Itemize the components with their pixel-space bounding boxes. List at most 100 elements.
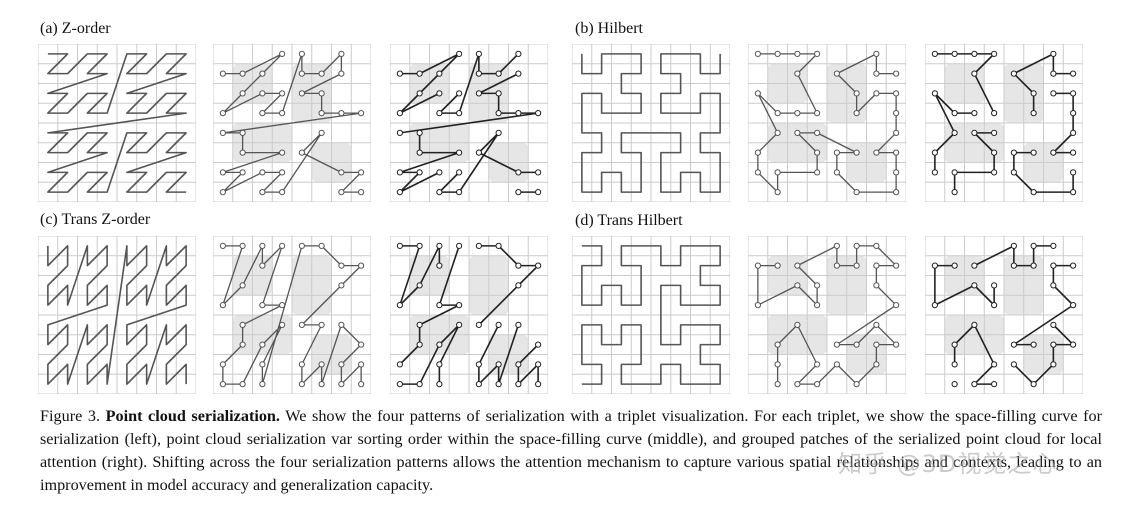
- grid: [572, 44, 730, 202]
- point: [991, 381, 998, 388]
- point: [318, 129, 325, 136]
- patch-path: [934, 264, 995, 306]
- point: [814, 110, 821, 117]
- point: [219, 169, 226, 176]
- point: [535, 361, 542, 368]
- point: [416, 242, 423, 249]
- point: [279, 242, 286, 249]
- z-order-points-panel: [213, 44, 371, 202]
- point: [416, 169, 423, 176]
- point: [279, 189, 286, 196]
- patch-path: [1013, 324, 1074, 385]
- point: [893, 341, 900, 348]
- point: [971, 110, 978, 117]
- point: [298, 90, 305, 97]
- point: [931, 302, 938, 309]
- point: [358, 110, 365, 117]
- point: [893, 90, 900, 97]
- patch-path: [399, 324, 460, 385]
- point: [1050, 282, 1057, 289]
- point: [873, 70, 880, 77]
- point: [794, 321, 801, 328]
- space-filling-curve: [47, 53, 187, 193]
- point: [794, 50, 801, 57]
- point: [358, 169, 365, 176]
- point: [951, 262, 958, 269]
- point: [951, 169, 958, 176]
- point: [239, 242, 246, 249]
- point: [456, 242, 463, 249]
- point: [1030, 90, 1037, 97]
- patch-path: [934, 92, 975, 173]
- point: [853, 90, 860, 97]
- patch-path: [478, 324, 520, 385]
- patch-path: [478, 245, 539, 326]
- point: [1030, 381, 1037, 388]
- point: [1070, 149, 1077, 156]
- point: [873, 149, 880, 156]
- point: [515, 381, 522, 388]
- point: [754, 50, 761, 57]
- point: [931, 262, 938, 269]
- point: [239, 90, 246, 97]
- point: [774, 110, 781, 117]
- point: [991, 50, 998, 57]
- watermark: 知乎 @3D视觉之心: [838, 450, 1058, 478]
- point: [396, 361, 403, 368]
- point: [794, 381, 801, 388]
- point: [338, 321, 345, 328]
- point: [814, 50, 821, 57]
- point: [259, 110, 266, 117]
- point: [298, 321, 305, 328]
- point: [535, 189, 542, 196]
- label-trans-z-order: (c) Trans Z-order: [40, 211, 151, 228]
- point: [1070, 110, 1077, 117]
- point: [971, 50, 978, 57]
- point: [1030, 149, 1037, 156]
- point: [754, 90, 761, 97]
- point: [239, 282, 246, 289]
- point: [951, 50, 958, 57]
- point: [475, 361, 482, 368]
- point: [495, 70, 502, 77]
- point: [396, 110, 403, 117]
- point: [535, 341, 542, 348]
- grid: [38, 44, 196, 202]
- point: [1050, 70, 1057, 77]
- point: [833, 149, 840, 156]
- point: [279, 50, 286, 57]
- hilbert-points-panel: [748, 44, 906, 202]
- grid: [748, 236, 906, 394]
- point: [991, 149, 998, 156]
- trans-z-order-curve-panel: [38, 236, 196, 394]
- point: [1070, 262, 1077, 269]
- grid: [925, 236, 1083, 394]
- point: [259, 341, 266, 348]
- point: [239, 129, 246, 136]
- point: [358, 262, 365, 269]
- point: [873, 282, 880, 289]
- caption-title: Point cloud serialization.: [105, 407, 280, 425]
- point: [1030, 262, 1037, 269]
- caption-prefix: Figure 3.: [40, 407, 100, 425]
- space-filling-curve: [47, 245, 187, 385]
- point: [991, 361, 998, 368]
- point: [259, 169, 266, 176]
- patch-path: [1013, 264, 1074, 346]
- point: [298, 70, 305, 77]
- point: [495, 90, 502, 97]
- point: [436, 361, 443, 368]
- point: [396, 381, 403, 388]
- point: [396, 129, 403, 136]
- point: [219, 189, 226, 196]
- point: [239, 70, 246, 77]
- point: [1070, 189, 1077, 196]
- point: [931, 90, 938, 97]
- point: [535, 381, 542, 388]
- point: [436, 242, 443, 249]
- patch-path: [399, 245, 460, 365]
- point: [358, 341, 365, 348]
- point: [873, 242, 880, 249]
- point: [833, 361, 840, 368]
- point: [338, 381, 345, 388]
